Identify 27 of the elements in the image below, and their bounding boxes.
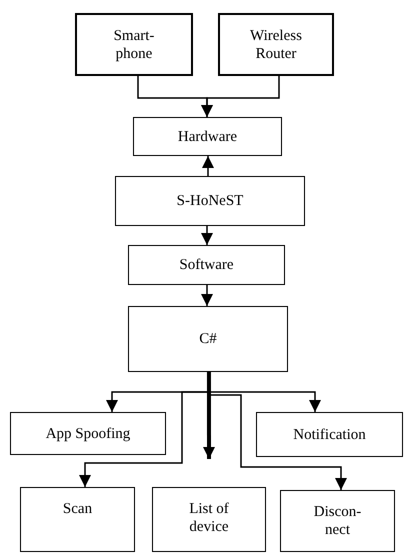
arrow xyxy=(201,226,213,245)
box-label: Scan xyxy=(62,500,92,518)
box-label: S-HoNeST xyxy=(176,192,244,210)
process-box xyxy=(128,245,285,285)
process-box xyxy=(75,13,193,76)
box-label: Discon- nect xyxy=(312,503,362,539)
box-label: Notification xyxy=(293,426,366,444)
arrow xyxy=(201,76,280,117)
box-label: Wireless Router xyxy=(249,26,303,62)
process-box xyxy=(20,487,135,552)
box-label: Software xyxy=(179,256,234,274)
box-label: Smart- phone xyxy=(112,26,156,62)
arrow xyxy=(201,285,213,306)
arrow xyxy=(202,156,214,176)
process-box xyxy=(133,117,282,156)
box-label: App Spoofing xyxy=(46,424,130,442)
process-box xyxy=(256,412,403,457)
process-box xyxy=(10,412,166,455)
process-box xyxy=(280,490,395,552)
box-label: List of device xyxy=(188,500,230,536)
arrow xyxy=(203,372,215,459)
process-box xyxy=(115,176,305,226)
box-label: C# xyxy=(199,330,217,348)
process-box xyxy=(218,13,334,76)
process-box xyxy=(128,306,288,372)
process-box xyxy=(152,487,266,552)
box-label: Hardware xyxy=(178,128,238,146)
